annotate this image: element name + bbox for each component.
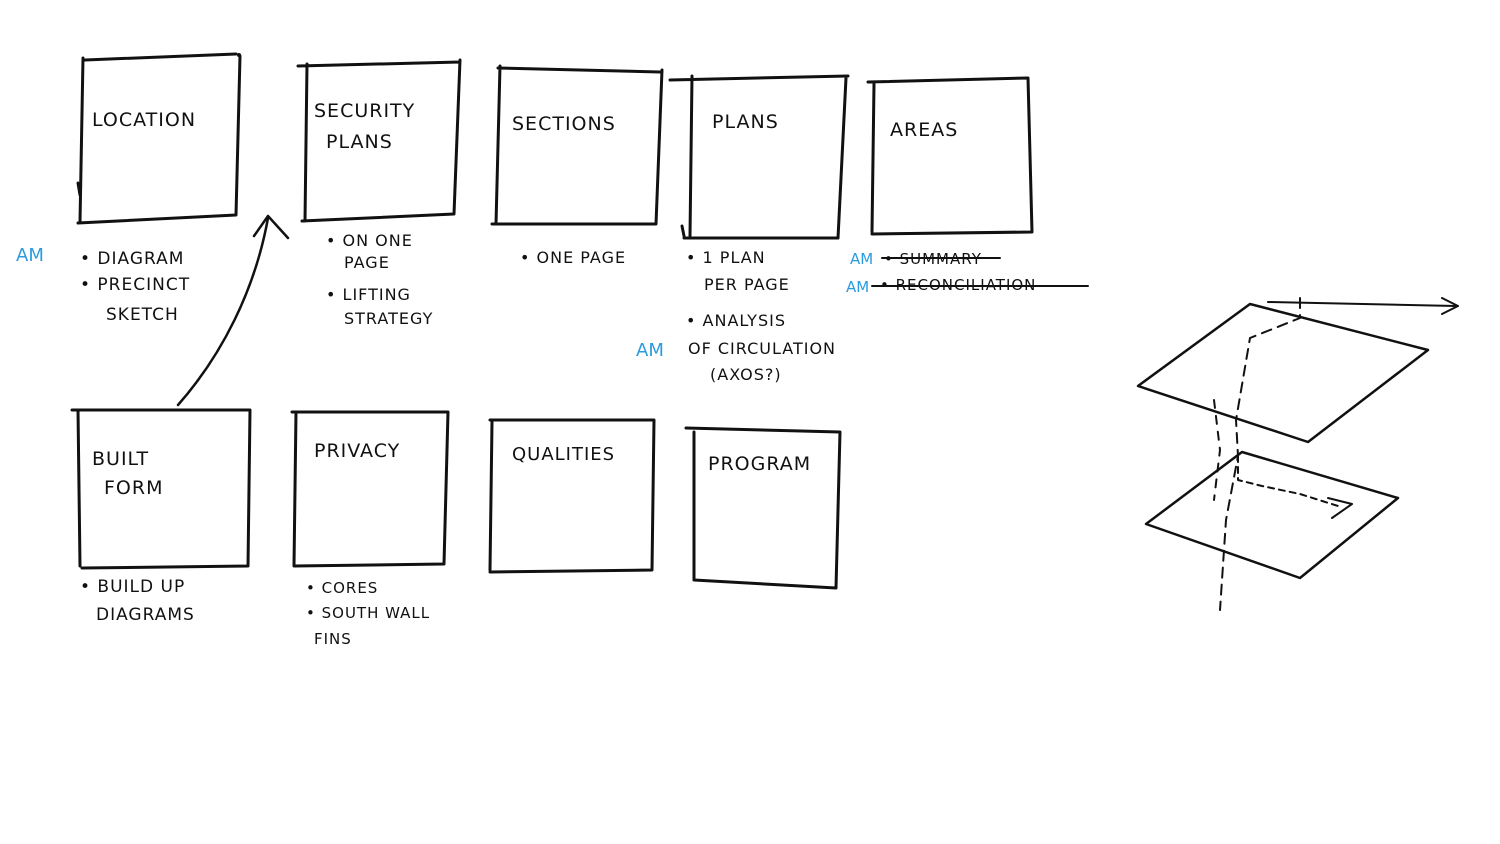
sections-card: SECTIONS • ONE PAGE [490,64,664,267]
location-note-1: • DIAGRAM [80,249,184,269]
security-note-2: PAGE [344,253,390,272]
sections-note-1: • ONE PAGE [520,248,626,267]
am-tag-plans: AM [636,340,664,361]
privacy-note-2: • SOUTH WALL [306,604,430,622]
location-note-2: • PRECINCT [80,275,190,295]
plans-note-5: (AXOS?) [710,365,782,384]
location-note-3: SKETCH [106,305,179,325]
privacy-note-3: FINS [314,630,352,648]
location-title: LOCATION [92,109,196,131]
plans-card: PLANS • 1 PLAN PER PAGE • ANALYSIS AM OF… [636,74,850,384]
program-title: PROGRAM [708,453,811,475]
built-form-note-1: • BUILD UP [80,577,185,597]
sections-title: SECTIONS [512,113,616,135]
areas-title: AREAS [890,119,958,141]
plans-note-3: • ANALYSIS [686,311,786,330]
qualities-card: QUALITIES [488,418,656,574]
am-tag-areas-1: AM [850,250,873,268]
connector-arrow [176,214,290,407]
built-form-title-line-1: BUILT [92,448,149,470]
axonometric-sketch [1136,297,1459,611]
privacy-card: PRIVACY • CORES • SOUTH WALL FINS [290,410,450,648]
built-form-card: BUILT FORM • BUILD UP DIAGRAMS [70,408,252,625]
security-title-line-1: SECURITY [314,100,415,122]
privacy-title: PRIVACY [314,440,400,462]
security-title-line-2: PLANS [326,131,393,153]
plans-title: PLANS [712,111,779,133]
areas-card: AREAS AM • SUMMARY AM • RECONCILIATION [846,76,1089,296]
location-card: LOCATION AM • DIAGRAM • PRECINCT SKETCH [16,52,242,325]
security-note-4: STRATEGY [344,309,433,328]
am-tag-areas-2: AM [846,278,869,296]
am-tag-location: AM [16,245,44,266]
program-card: PROGRAM [684,426,842,590]
built-form-note-2: DIAGRAMS [96,605,195,625]
plans-note-1: • 1 PLAN [686,248,766,267]
plans-note-4: OF CIRCULATION [688,339,836,358]
plans-note-2: PER PAGE [704,275,790,294]
security-note-1: • ON ONE [326,231,413,250]
security-plans-card: SECURITY PLANS • ON ONE PAGE • LIFTING S… [296,58,462,328]
security-note-3: • LIFTING [326,285,411,304]
qualities-title: QUALITIES [512,444,615,465]
privacy-note-1: • CORES [306,579,378,597]
built-form-title-line-2: FORM [104,477,163,499]
